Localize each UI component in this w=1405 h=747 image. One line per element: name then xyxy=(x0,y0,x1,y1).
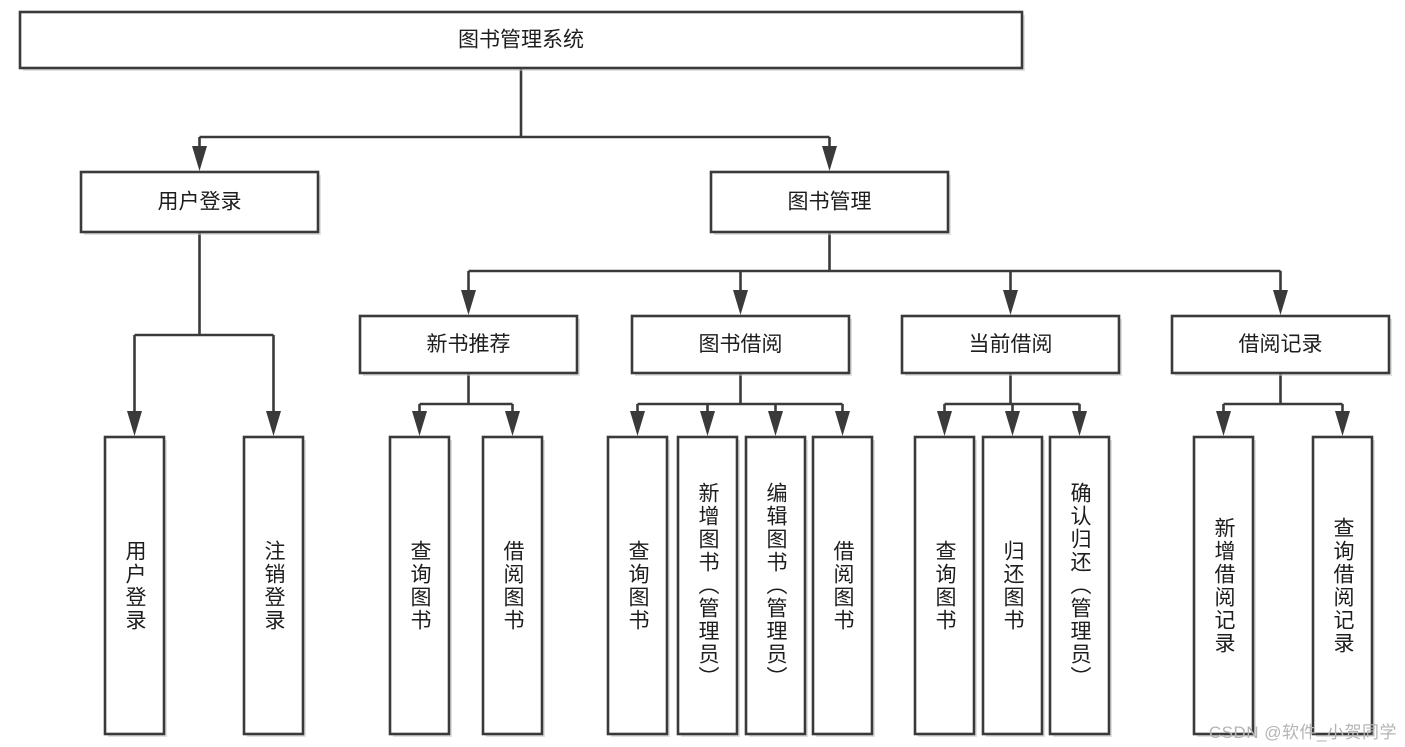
node-box-new-book-recommend[interactable] xyxy=(358,314,579,375)
arrow-head-icon xyxy=(1003,290,1018,315)
node-box-book-borrow[interactable] xyxy=(630,314,851,375)
arrow-head-icon xyxy=(127,411,142,436)
node-label-root: 图书管理系统 xyxy=(458,29,584,52)
arrow-head-icon xyxy=(835,411,850,436)
node-box-leaf-user-login[interactable] xyxy=(103,435,166,736)
arrow-head-icon xyxy=(937,411,952,436)
node-box-leaf-confirm-return-admin[interactable] xyxy=(1048,435,1111,736)
arrow-head-icon xyxy=(461,290,476,315)
connector-group-book-manage xyxy=(461,232,1288,315)
connector-layer xyxy=(127,68,1350,436)
arrow-head-icon xyxy=(630,411,645,436)
node-label-user-login: 用户登录 xyxy=(158,191,242,214)
node-box-user-login[interactable] xyxy=(79,170,320,234)
node-box-borrow-record[interactable] xyxy=(1170,314,1391,375)
arrow-head-icon xyxy=(1273,290,1288,315)
node-box-current-borrow[interactable] xyxy=(900,314,1121,375)
connector-group-book-borrow xyxy=(630,373,850,436)
node-box-leaf-logout[interactable] xyxy=(242,435,305,736)
arrow-head-icon xyxy=(1072,411,1087,436)
node-label-book-manage: 图书管理 xyxy=(788,191,872,214)
node-box-leaf-add-book-admin[interactable] xyxy=(676,435,739,736)
node-box-book-manage[interactable] xyxy=(709,170,950,234)
node-label-new-book-recommend: 新书推荐 xyxy=(427,333,511,356)
connector-group-borrow-record xyxy=(1216,373,1350,436)
connector-group-current-borrow xyxy=(937,373,1087,436)
arrow-head-icon xyxy=(822,146,837,171)
connector-group-user-login xyxy=(127,232,281,436)
node-box-root[interactable] xyxy=(18,10,1024,70)
node-box-leaf-borrow-book[interactable] xyxy=(811,435,874,736)
arrow-head-icon xyxy=(1335,411,1350,436)
node-box-leaf-query-book-recommend[interactable] xyxy=(388,435,451,736)
node-box-leaf-return-book[interactable] xyxy=(981,435,1044,736)
connector-group-root xyxy=(192,68,837,171)
node-box-leaf-borrow-book-recommend[interactable] xyxy=(481,435,544,736)
watermark-text: CSDN @软件_小贺同学 xyxy=(1208,723,1397,742)
arrow-head-icon xyxy=(1216,411,1231,436)
node-label-current-borrow: 当前借阅 xyxy=(969,333,1053,356)
connector-group-new-book-recommend xyxy=(412,373,520,436)
node-box-leaf-query-book-borrow[interactable] xyxy=(606,435,669,736)
arrow-head-icon xyxy=(266,411,281,436)
box-layer xyxy=(18,10,1392,737)
node-label-book-borrow: 图书借阅 xyxy=(699,333,783,356)
arrow-head-icon xyxy=(733,290,748,315)
node-box-leaf-query-borrow-record[interactable] xyxy=(1311,435,1374,736)
node-box-leaf-edit-book-admin[interactable] xyxy=(744,435,807,736)
node-label-borrow-record: 借阅记录 xyxy=(1239,333,1323,356)
arrow-head-icon xyxy=(768,411,783,436)
arrow-head-icon xyxy=(1005,411,1020,436)
arrow-head-icon xyxy=(412,411,427,436)
arrow-head-icon xyxy=(700,411,715,436)
arrow-head-icon xyxy=(192,146,207,171)
node-box-leaf-add-borrow-record[interactable] xyxy=(1192,435,1255,736)
arrow-head-icon xyxy=(505,411,520,436)
node-box-leaf-query-book-current[interactable] xyxy=(913,435,976,736)
